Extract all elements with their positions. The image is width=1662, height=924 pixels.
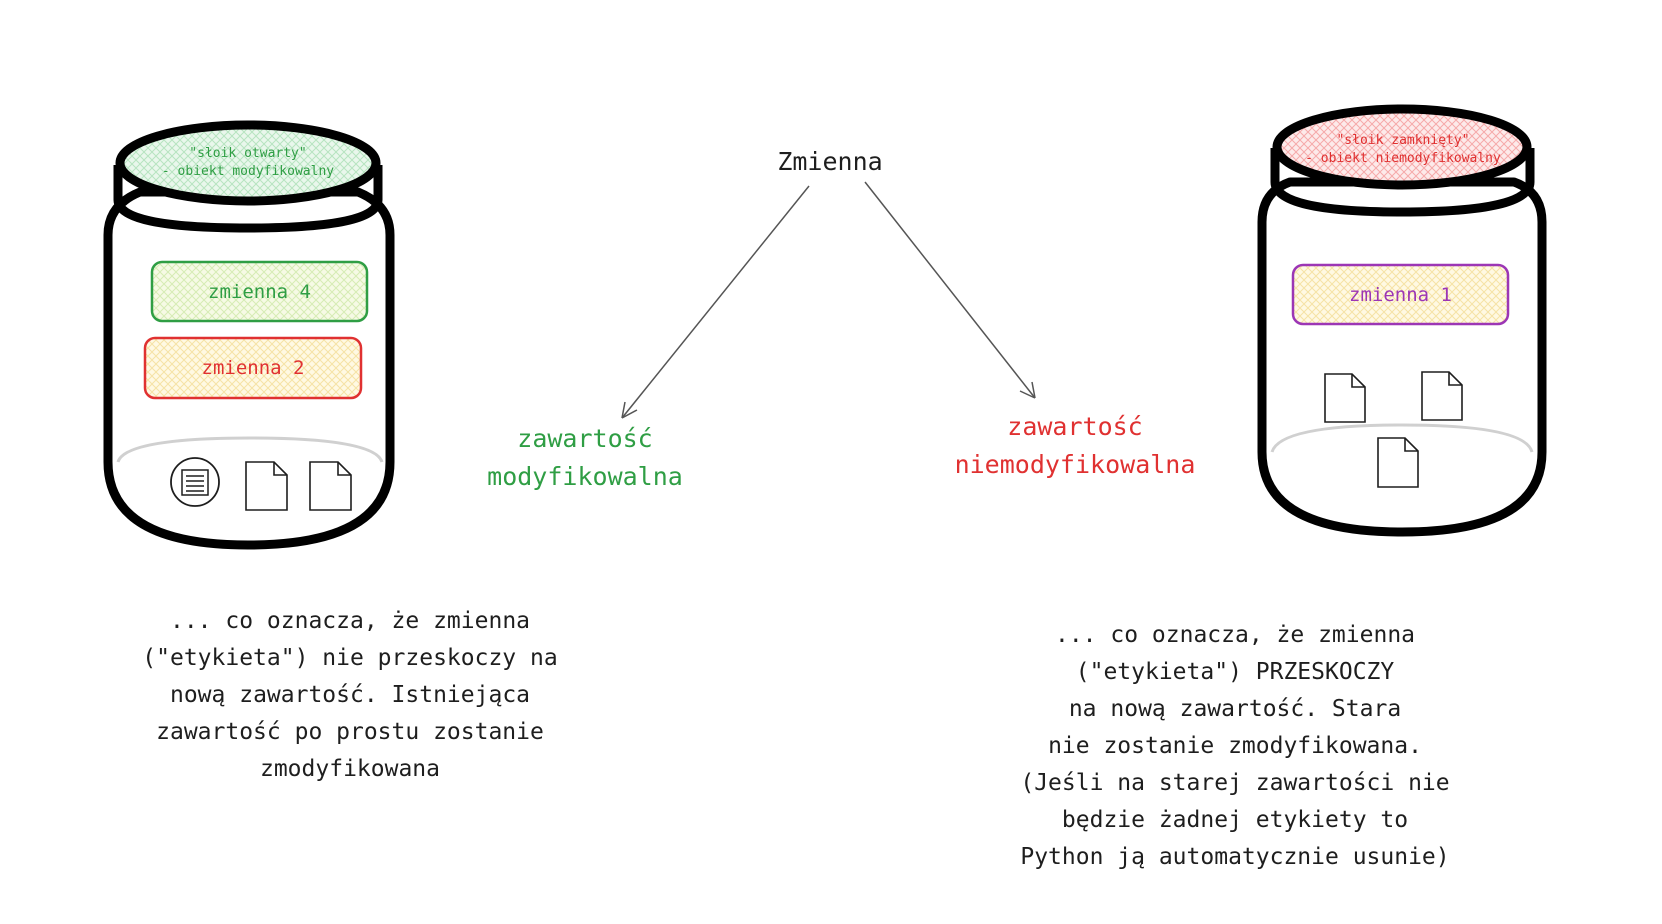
arrow-right	[864, 181, 1036, 399]
right-jar	[1257, 104, 1547, 537]
left-label-box-2	[143, 336, 363, 400]
left-jar-lid	[115, 120, 381, 206]
right-jar-body	[1257, 177, 1547, 537]
right-jar-lid	[1272, 104, 1532, 190]
left-label-box-1	[150, 260, 369, 323]
left-label-text-2: zmienna 2	[201, 357, 305, 379]
list-document-icon	[170, 457, 220, 507]
right-caption: ... co oznacza, że zmienna ("etykieta") …	[1020, 622, 1450, 870]
right-label-box-1	[1291, 263, 1510, 326]
right-jar-bottom-curve	[1270, 423, 1534, 453]
file-icon	[1324, 373, 1366, 423]
left-jar	[103, 120, 395, 550]
right-lid-text: "słoik zamknięty" - obiekt niemodyfikowa…	[1305, 133, 1501, 166]
left-content-text: zawartość modyfikowalna	[487, 424, 683, 491]
file-icon	[245, 461, 288, 511]
left-jar-bottom-curve	[116, 436, 384, 463]
right-content-text: zawartość niemodyfikowalna	[954, 412, 1196, 479]
left-label-text-1: zmienna 4	[208, 281, 311, 303]
file-icon	[1377, 437, 1419, 488]
arrow-left	[621, 185, 810, 419]
left-jar-body	[103, 187, 395, 550]
title-text: Zmienna	[777, 147, 883, 176]
left-caption: ... co oznacza, że zmienna ("etykieta") …	[142, 608, 558, 782]
file-icon	[309, 461, 352, 511]
right-jar-neck	[1270, 148, 1535, 217]
file-icon	[1421, 371, 1463, 421]
left-lid-text: "słoik otwarty" - obiekt modyfikowalny	[161, 146, 335, 179]
right-label-text-1: zmienna 1	[1349, 284, 1452, 306]
left-jar-neck	[113, 165, 383, 233]
